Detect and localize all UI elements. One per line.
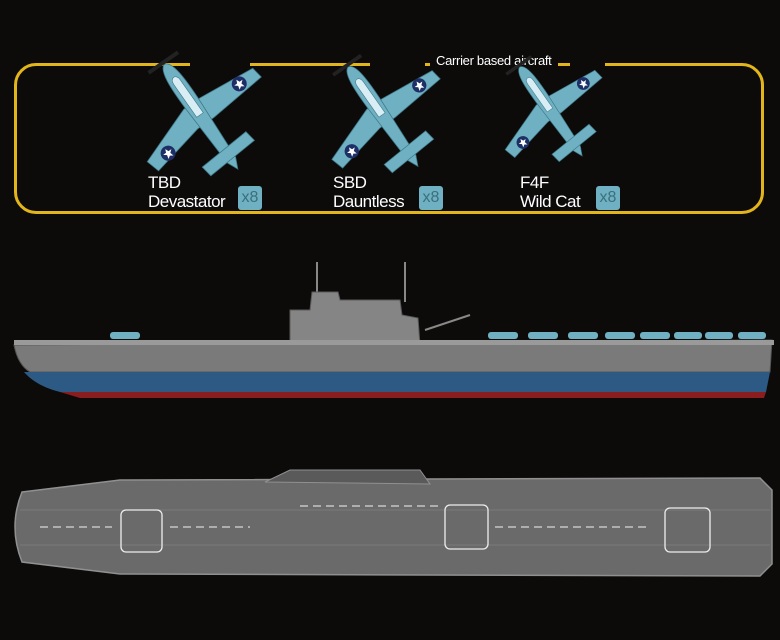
aircraft-count-badge: x8 xyxy=(238,186,262,210)
aircraft-label-sbd: SBD Dauntless xyxy=(333,173,405,211)
frame-gap xyxy=(370,58,425,70)
aircraft-type: F4F xyxy=(520,173,549,192)
carrier-side-view xyxy=(13,262,774,398)
f4f-aircraft-icon xyxy=(468,28,633,191)
aircraft-name: Wild Cat xyxy=(520,192,581,211)
aircraft-name: Devastator xyxy=(148,192,226,211)
aircraft-type: SBD xyxy=(333,173,367,192)
frame-gap xyxy=(190,58,250,70)
aircraft-label-tbd: TBD Devastator xyxy=(148,173,226,211)
aircraft-type: TBD xyxy=(148,173,181,192)
carrier-top-view xyxy=(14,469,773,577)
aircraft-count-badge: x8 xyxy=(596,186,620,210)
aircraft-count-badge: x8 xyxy=(419,186,443,210)
aircraft-label-f4f: F4F Wild Cat xyxy=(520,173,581,211)
frame-gap xyxy=(570,58,605,70)
aircraft-name: Dauntless xyxy=(333,192,405,211)
